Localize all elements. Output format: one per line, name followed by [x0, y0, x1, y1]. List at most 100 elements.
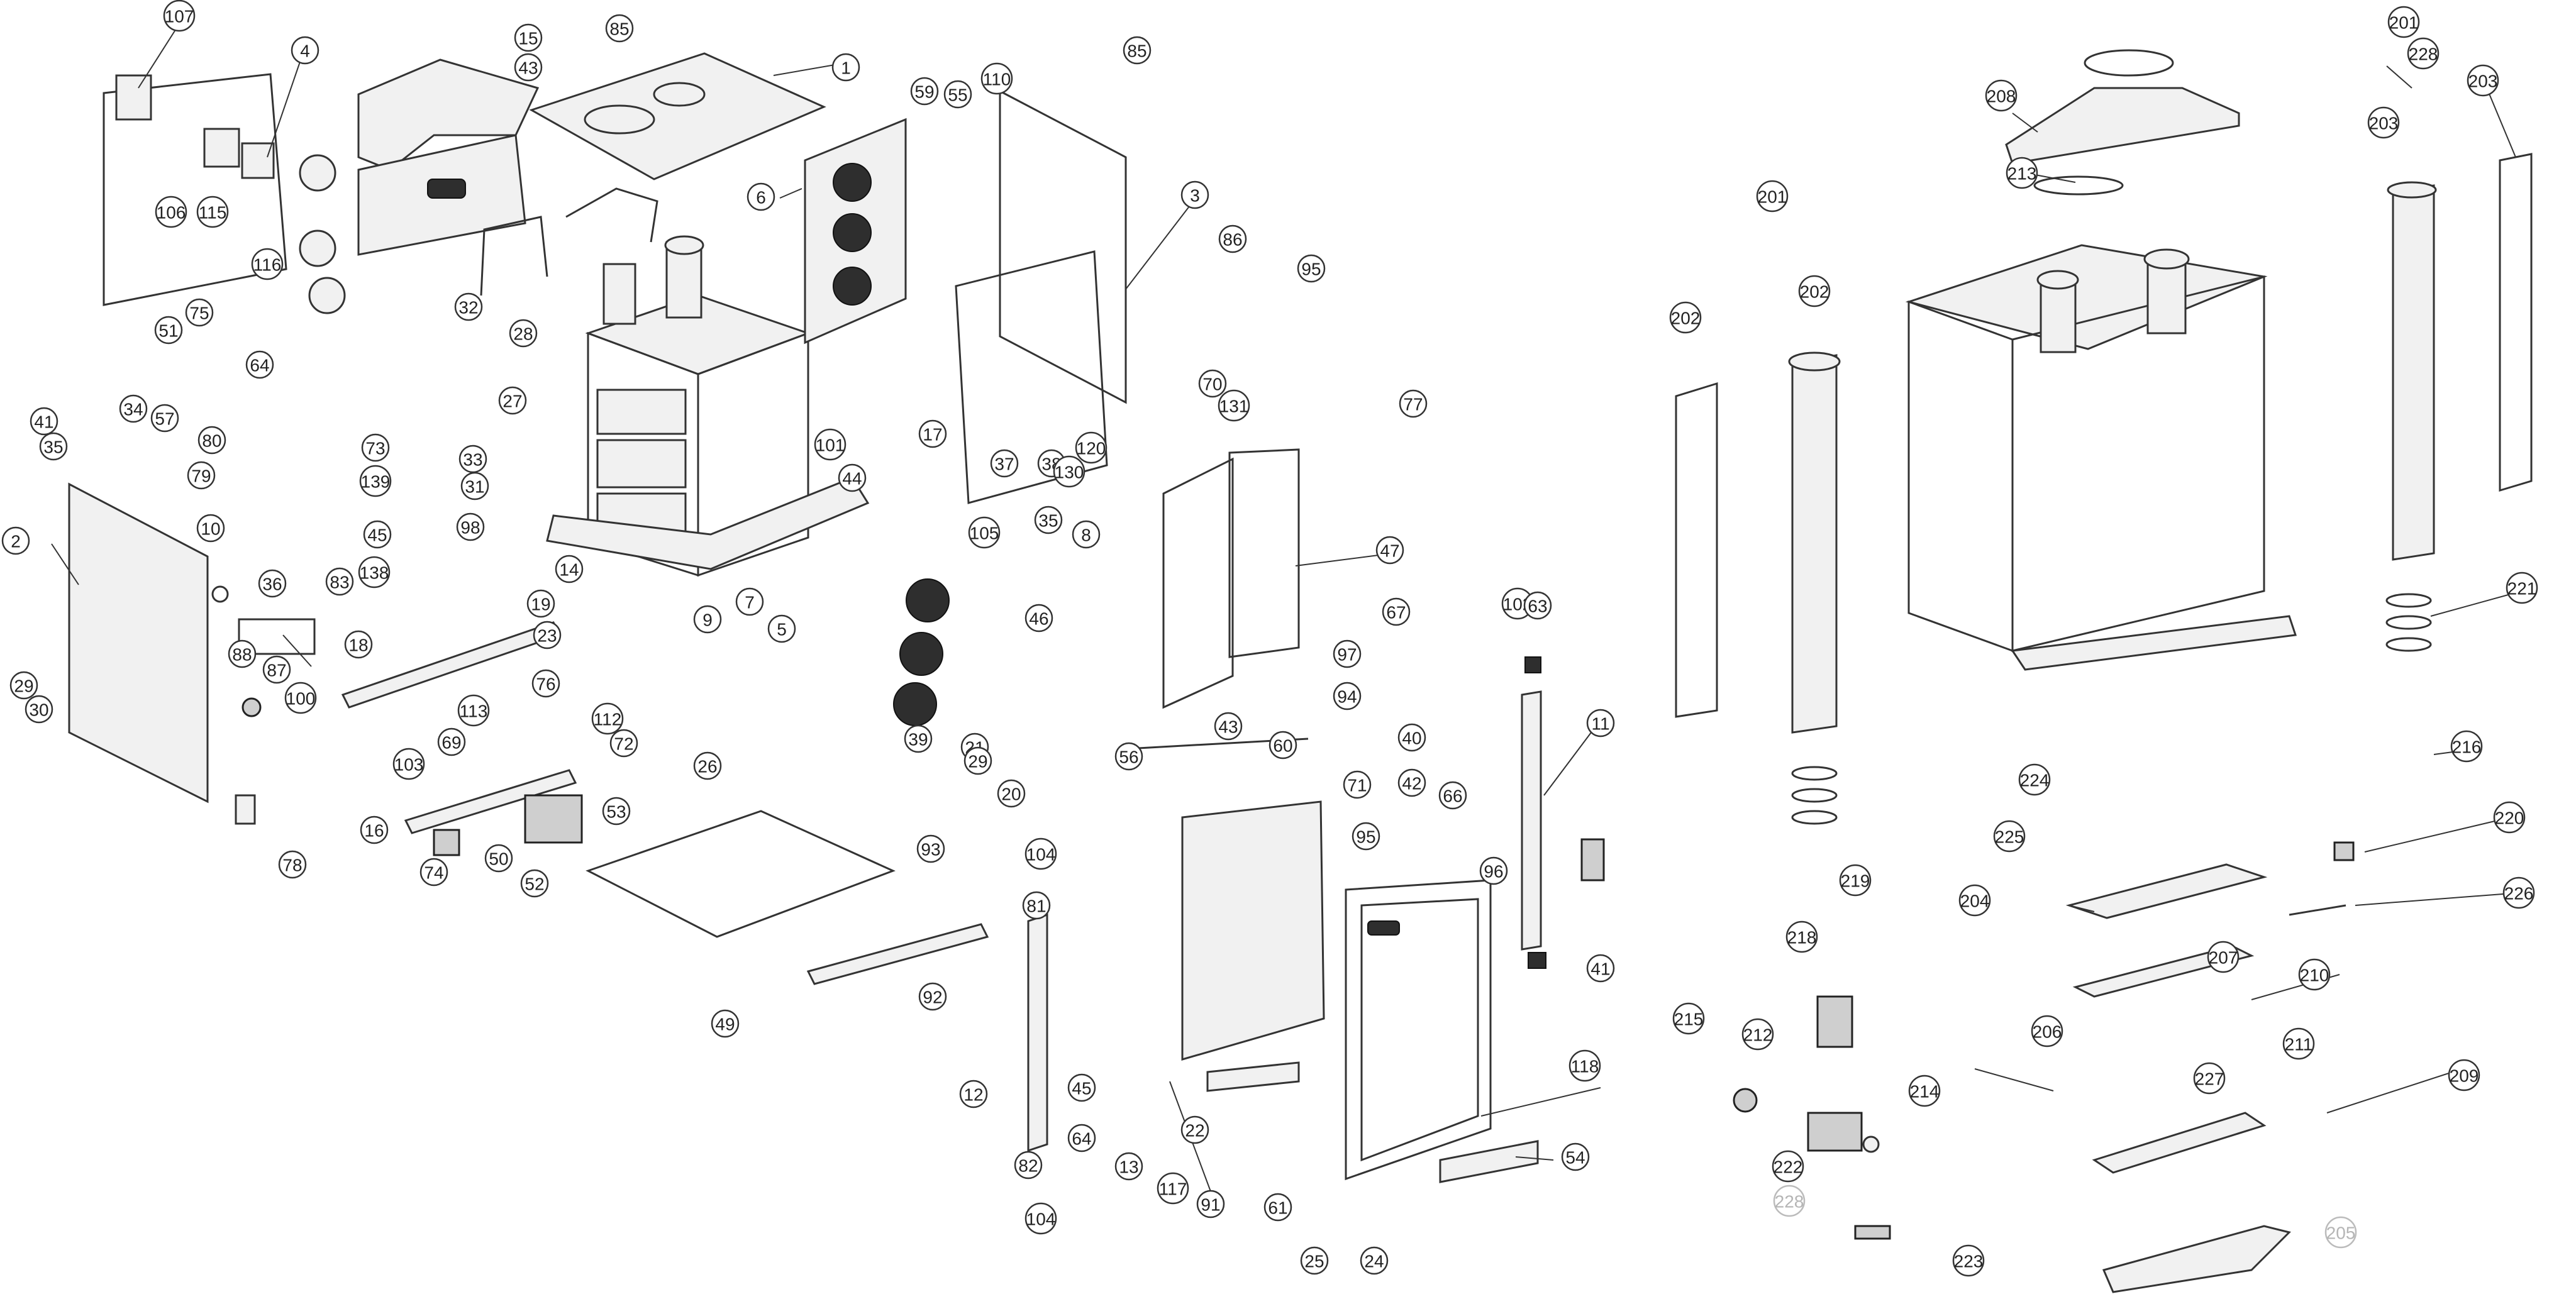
callout-label: 204: [1960, 892, 1990, 911]
callout-label: 130: [1055, 463, 1084, 482]
callout-bubble: [187, 461, 216, 490]
callout-bubble: [918, 419, 947, 448]
fan-motor-1: [299, 154, 336, 192]
callout-bubble: [693, 605, 722, 634]
callout-bubble: [1300, 1246, 1329, 1275]
callout-bubble: [1053, 455, 1085, 488]
callout-label: 221: [2507, 579, 2537, 599]
callout-label: 9: [702, 611, 713, 630]
callout-20: 20: [997, 779, 1026, 808]
callout-130: 130: [1053, 455, 1085, 488]
callout-label: 138: [360, 563, 389, 583]
callout-bubble: [609, 729, 638, 758]
callout-bubble: [531, 669, 560, 698]
callout-118: 118: [1568, 1049, 1601, 1082]
callout-bubble: [1756, 180, 1789, 213]
callout-45: 45: [1067, 1073, 1096, 1102]
callout-bubble: [2298, 958, 2331, 991]
callout-label: 71: [1347, 776, 1367, 795]
chimney-202-left-top: [1788, 351, 1841, 372]
callout-15: 15: [514, 23, 543, 52]
callout-32: 32: [454, 292, 483, 321]
callout-label: 64: [1072, 1129, 1091, 1149]
flue-2: [2146, 257, 2187, 334]
callout-bubble: [150, 404, 179, 433]
rack-back: [1228, 448, 1300, 658]
burner-plate-204: [2065, 863, 2268, 919]
callout-203: 203: [2467, 64, 2499, 97]
callout-81: 81: [1022, 891, 1051, 920]
callout-label: 219: [1841, 871, 1870, 891]
callout-82: 82: [1014, 1151, 1043, 1180]
callout-bubble: [291, 36, 319, 65]
firebox-right: [697, 331, 809, 577]
callout-73: 73: [361, 433, 390, 462]
callout-16: 16: [360, 815, 389, 844]
callout-label: 42: [1402, 774, 1421, 793]
callout-label: 35: [43, 438, 63, 457]
callout-bubble: [196, 514, 225, 543]
callout-label: 8: [1081, 526, 1091, 545]
callout-44: 44: [838, 463, 867, 492]
callout-label: 202: [1800, 282, 1829, 302]
callout-41: 41: [1586, 954, 1615, 983]
callout-bubble: [747, 182, 775, 211]
callout-label: 225: [1995, 827, 2024, 847]
rod-226: [2289, 904, 2346, 916]
callout-96: 96: [1479, 856, 1508, 885]
callout-207: 207: [2207, 941, 2240, 973]
callout-228: 228: [1773, 1185, 1806, 1217]
callout-label: 10: [201, 519, 220, 539]
callout-205: 205: [2324, 1216, 2357, 1249]
exhaust-pipe: [602, 263, 636, 325]
tube-1: [480, 216, 548, 296]
callout-bubble: [2282, 1027, 2315, 1060]
callout-bubble: [910, 77, 939, 106]
callout-214: 214: [1908, 1075, 1941, 1107]
callout-label: 105: [970, 524, 999, 543]
callout-bubble: [9, 671, 38, 700]
gasket-ring-2: [1791, 788, 1838, 803]
callout-25: 25: [1300, 1246, 1329, 1275]
callout-label: 18: [348, 636, 368, 655]
callout-110: 110: [980, 62, 1013, 95]
callout-label: 115: [199, 203, 227, 223]
callout-bubble: [163, 0, 196, 32]
door-frame-118: [1345, 879, 1492, 1181]
callout-bubble: [361, 433, 390, 462]
callout-label: 104: [1026, 1210, 1056, 1229]
callout-bubble: [1399, 389, 1428, 418]
door-window: [1360, 898, 1479, 1162]
callout-label: 213: [2007, 164, 2037, 184]
callout-11: 11: [1586, 709, 1615, 738]
callout-85: 85: [605, 14, 634, 43]
callout-bubble: [1438, 781, 1467, 810]
callout-bubble: [1114, 742, 1143, 771]
callout-9: 9: [693, 605, 722, 634]
callout-224: 224: [2018, 763, 2051, 796]
callout-label: 103: [394, 755, 424, 775]
callout-bubble: [1785, 920, 1818, 953]
top-hood: [357, 58, 540, 171]
callout-label: 101: [816, 436, 845, 455]
flue-2-top: [2143, 248, 2190, 270]
callout-label: 23: [537, 626, 557, 646]
callout-87: 87: [262, 655, 291, 684]
callout-215: 215: [1672, 1002, 1705, 1035]
callout-label: 67: [1386, 603, 1406, 622]
callout-112: 112: [591, 702, 624, 735]
callout-label: 29: [968, 752, 987, 771]
panel-203-left: [1675, 382, 1718, 718]
callout-40: 40: [1397, 723, 1426, 752]
rack-front: [1162, 457, 1234, 709]
callout-56: 56: [1114, 742, 1143, 771]
callout-bubble: [2502, 876, 2535, 909]
callout-219: 219: [1839, 864, 1872, 897]
callout-label: 49: [715, 1015, 735, 1034]
callout-bubble: [1075, 431, 1108, 464]
callout-220: 220: [2493, 801, 2526, 834]
gas-valve-212: [1807, 1112, 1863, 1152]
callout-43: 43: [514, 53, 543, 82]
callout-57: 57: [150, 404, 179, 433]
callout-label: 50: [489, 849, 508, 869]
